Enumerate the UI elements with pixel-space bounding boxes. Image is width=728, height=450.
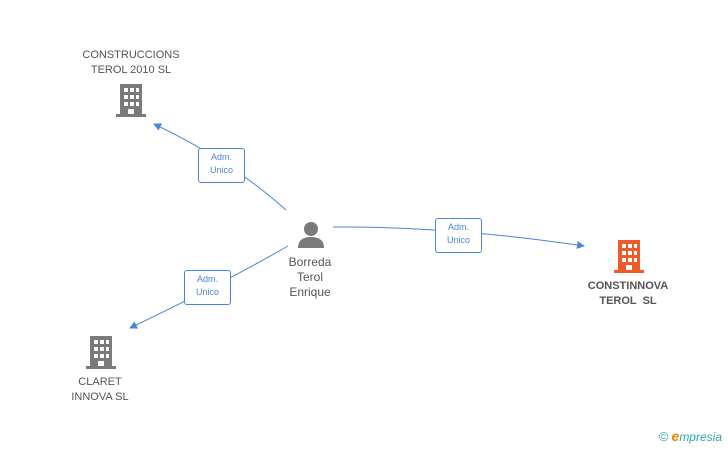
node-label-person[interactable]: Borreda Terol Enrique (270, 255, 350, 300)
edge-label-line: Adm. (447, 222, 469, 232)
node-label-construccions[interactable]: CONSTRUCCIONS TEROL 2010 SL (66, 48, 196, 78)
edge-label-line: Adm. (196, 274, 218, 284)
brand-name: mpresia (679, 430, 722, 444)
building-icon[interactable] (116, 84, 146, 117)
node-label-line: CONSTRUCCIONS (82, 49, 180, 61)
edge-label-line: Unico (446, 235, 470, 245)
node-label-constinnova[interactable]: CONSTINNOVA TEROL SL (568, 279, 688, 309)
node-label-line: INNOVA SL (71, 391, 129, 403)
node-label-claret[interactable]: CLARET INNOVA SL (50, 375, 150, 405)
person-icon[interactable] (298, 222, 324, 248)
brand-logo: ©empresia (659, 428, 722, 444)
node-label-line: CLARET (78, 376, 122, 388)
copyright-symbol: © (658, 429, 669, 444)
node-label-line: Enrique (289, 285, 331, 299)
building-icon[interactable] (614, 240, 644, 273)
edge-label-claret[interactable]: Adm. Unico (184, 270, 231, 305)
node-label-line: TEROL SL (599, 295, 657, 307)
node-label-line: Terol (296, 270, 323, 284)
brand-initial: e (671, 428, 680, 444)
edge-label-constinnova[interactable]: Adm. Unico (435, 218, 482, 253)
edge-label-line: Adm. (210, 152, 232, 162)
node-label-line: CONSTINNOVA (587, 280, 669, 292)
node-label-line: TEROL 2010 SL (90, 64, 172, 76)
edge-label-construccions[interactable]: Adm. Unico (198, 148, 245, 183)
building-icon[interactable] (86, 336, 116, 369)
edge-label-line: Unico (209, 165, 233, 175)
node-label-line: Borreda (288, 255, 332, 269)
edge-label-line: Unico (195, 287, 219, 297)
